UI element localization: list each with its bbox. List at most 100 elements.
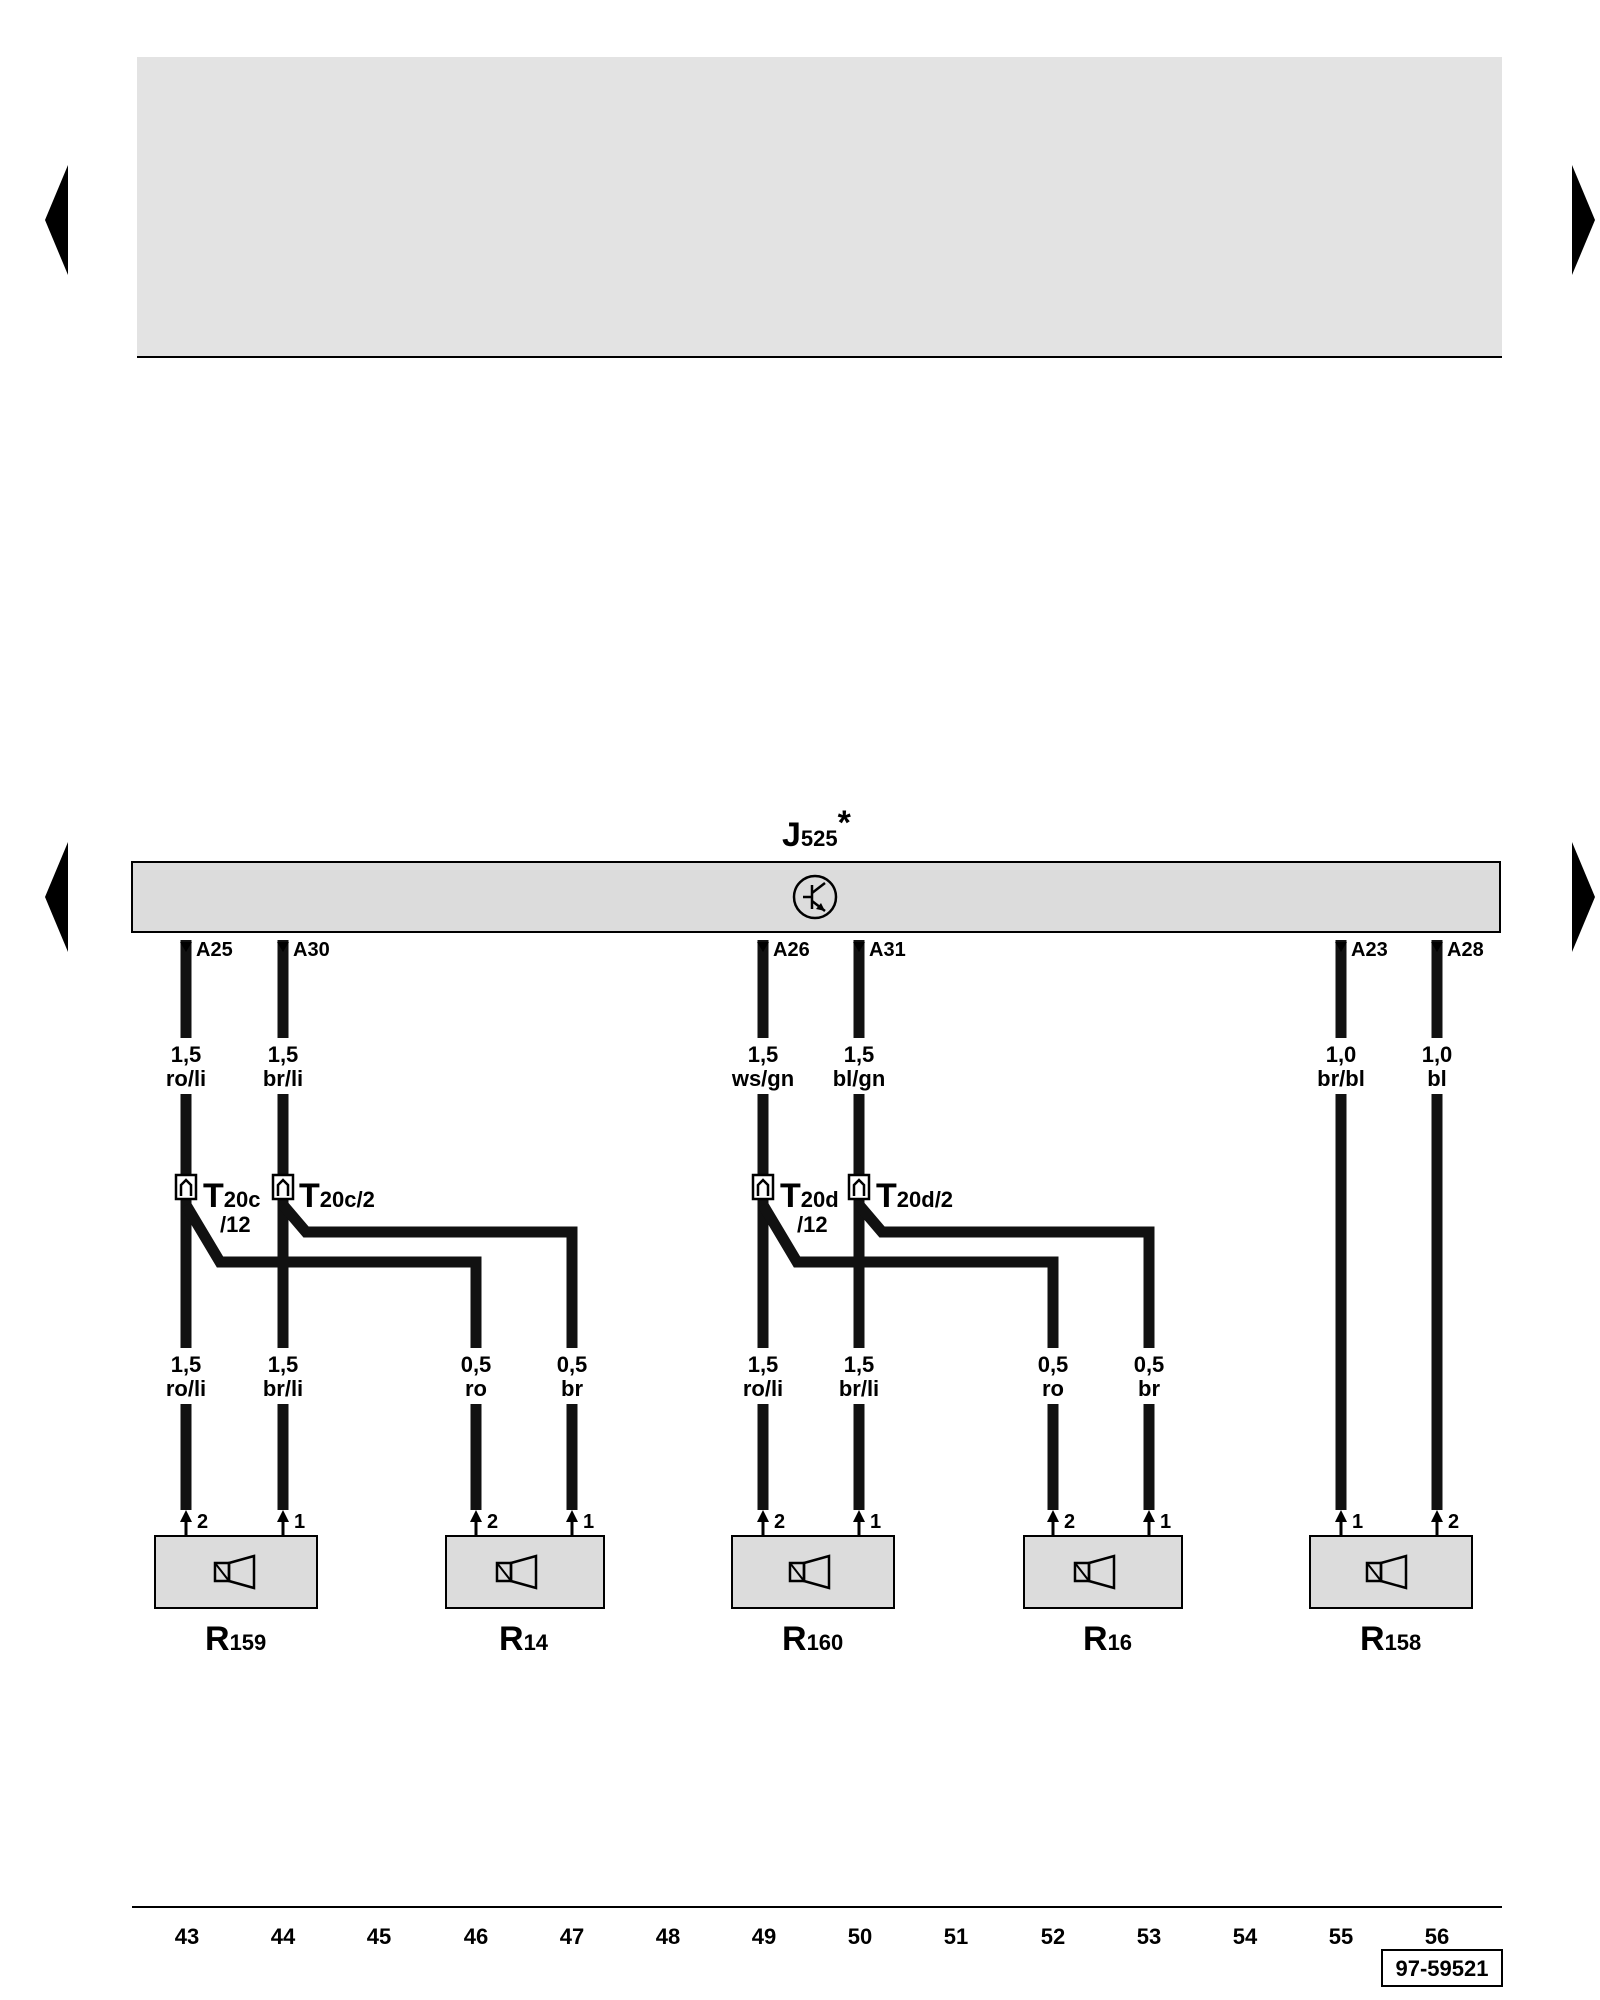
control-unit-label: J525* <box>782 804 852 854</box>
wire-size: 0,5 <box>1038 1352 1069 1377</box>
wire-t20d-ro <box>758 1202 1059 1510</box>
control-unit-box <box>131 861 1501 933</box>
speaker-icon <box>495 1554 538 1590</box>
track-number: 54 <box>1233 1924 1258 1949</box>
wire-size: 1,5 <box>844 1352 875 1377</box>
speaker-label: R14 <box>499 1620 549 1658</box>
speaker-pin-label: 1 <box>1160 1511 1171 1533</box>
wire-size: 1,5 <box>748 1042 779 1067</box>
drawing-id-box <box>1381 1949 1503 1987</box>
wire-size: 1,5 <box>748 1352 779 1377</box>
next-page-arrow-top[interactable] <box>1572 165 1595 275</box>
wire-color: br/li <box>263 1376 303 1401</box>
connector-icon <box>174 1173 198 1201</box>
unit-pin-arrows <box>180 942 1443 952</box>
transistor-icon <box>792 874 838 920</box>
speaker-pin-label: 1 <box>870 1511 881 1533</box>
speaker-pin-arrows <box>180 1510 1443 1522</box>
speaker-label: R160 <box>782 1620 843 1658</box>
speaker-pin-label: 2 <box>197 1511 208 1533</box>
track-number: 55 <box>1329 1924 1353 1949</box>
wire-t20c-ro <box>181 1202 482 1510</box>
wire-color: br/bl <box>1317 1066 1365 1091</box>
connector-label-t20d-12-line2: /12 <box>797 1212 828 1237</box>
wire-size: 1,5 <box>844 1042 875 1067</box>
wire-t20c2-br <box>278 1201 578 1510</box>
speaker-label: R16 <box>1083 1620 1132 1658</box>
wire-color: ro/li <box>743 1376 783 1401</box>
connector-label-t20d-12: T20d <box>780 1177 839 1215</box>
wire-size: 1,0 <box>1422 1042 1453 1067</box>
unit-pin-label: A28 <box>1447 939 1484 961</box>
prev-page-arrow-top[interactable] <box>45 165 68 275</box>
wire-size: 0,5 <box>557 1352 588 1377</box>
control-unit-asterisk: * <box>838 804 852 842</box>
unit-pin-label: A30 <box>293 939 330 961</box>
speaker-pin-label: 2 <box>1448 1511 1459 1533</box>
control-unit-subscript: 525 <box>801 826 838 851</box>
speaker-label: R158 <box>1360 1620 1421 1658</box>
track-number: 44 <box>271 1924 296 1949</box>
wire-size: 1,5 <box>171 1352 202 1377</box>
speaker-pin-label: 1 <box>1352 1511 1363 1533</box>
track-number: 43 <box>175 1924 199 1949</box>
speaker-icon <box>1073 1554 1116 1590</box>
wire-color: ro <box>1042 1376 1064 1401</box>
speaker-pin-label: 2 <box>487 1511 498 1533</box>
speaker-label: R159 <box>205 1620 266 1658</box>
wire-color: ro <box>465 1376 487 1401</box>
wire-size: 0,5 <box>1134 1352 1165 1377</box>
track-number: 52 <box>1041 1924 1065 1949</box>
speaker-icon <box>788 1554 831 1590</box>
connector-icon <box>271 1173 295 1201</box>
unit-pin-label: A26 <box>773 939 810 961</box>
unit-pin-label: A31 <box>869 939 906 961</box>
connector-label-t20c-12-line2: /12 <box>220 1212 251 1237</box>
label-gaps <box>160 1038 1463 1404</box>
wire-color: ro/li <box>166 1066 206 1091</box>
track-numbers: 43 44 45 46 47 48 49 50 51 52 53 54 55 5… <box>175 1924 1449 1949</box>
track-number: 46 <box>464 1924 488 1949</box>
connector-icon <box>847 1173 871 1201</box>
speaker-pin-label: 1 <box>583 1511 594 1533</box>
speaker-pin-label: 2 <box>1064 1511 1075 1533</box>
drawing-id: 97-59521 <box>1396 1956 1489 1981</box>
track-number: 50 <box>848 1924 872 1949</box>
next-page-arrow-bottom[interactable] <box>1572 842 1595 952</box>
speaker-r159 <box>154 1535 318 1609</box>
track-number: 48 <box>656 1924 680 1949</box>
wire-size: 0,5 <box>461 1352 492 1377</box>
track-number: 53 <box>1137 1924 1161 1949</box>
track-number: 47 <box>560 1924 584 1949</box>
track-number: 51 <box>944 1924 968 1949</box>
connector-icon <box>751 1173 775 1201</box>
wire-size: 1,0 <box>1326 1042 1357 1067</box>
connector-label-t20c-2: T20c/2 <box>299 1177 375 1215</box>
speaker-r160 <box>731 1535 895 1609</box>
wire-color: bl/gn <box>833 1066 886 1091</box>
wire-size: 1,5 <box>171 1042 202 1067</box>
speaker-icon <box>1365 1554 1408 1590</box>
prev-page-arrow-bottom[interactable] <box>45 842 68 952</box>
track-number: 45 <box>367 1924 391 1949</box>
speaker-r16 <box>1023 1535 1183 1609</box>
speaker-pin-stubs <box>184 1522 1439 1536</box>
track-number: 56 <box>1425 1924 1449 1949</box>
speaker-pin-label: 1 <box>294 1511 305 1533</box>
control-unit-code: J <box>782 816 801 854</box>
unit-pin-label: A23 <box>1351 939 1388 961</box>
track-number: 49 <box>752 1924 776 1949</box>
wire-color: br <box>1138 1376 1160 1401</box>
wire-color: ws/gn <box>731 1066 794 1091</box>
speaker-icon <box>213 1554 256 1590</box>
speaker-pin-label: 2 <box>774 1511 785 1533</box>
wire-color: br/li <box>263 1066 303 1091</box>
connector-label-t20c-12: T20c <box>203 1177 261 1215</box>
wire-color: bl <box>1427 1066 1447 1091</box>
speaker-r14 <box>445 1535 605 1609</box>
connector-label-t20d-2: T20d/2 <box>876 1177 953 1215</box>
lower-wire-labels: 1,5 ro/li 1,5 br/li 0,5 ro 0,5 br 1,5 ro… <box>166 1352 1164 1401</box>
top-panel <box>137 57 1502 357</box>
connector-symbols <box>174 1173 871 1201</box>
